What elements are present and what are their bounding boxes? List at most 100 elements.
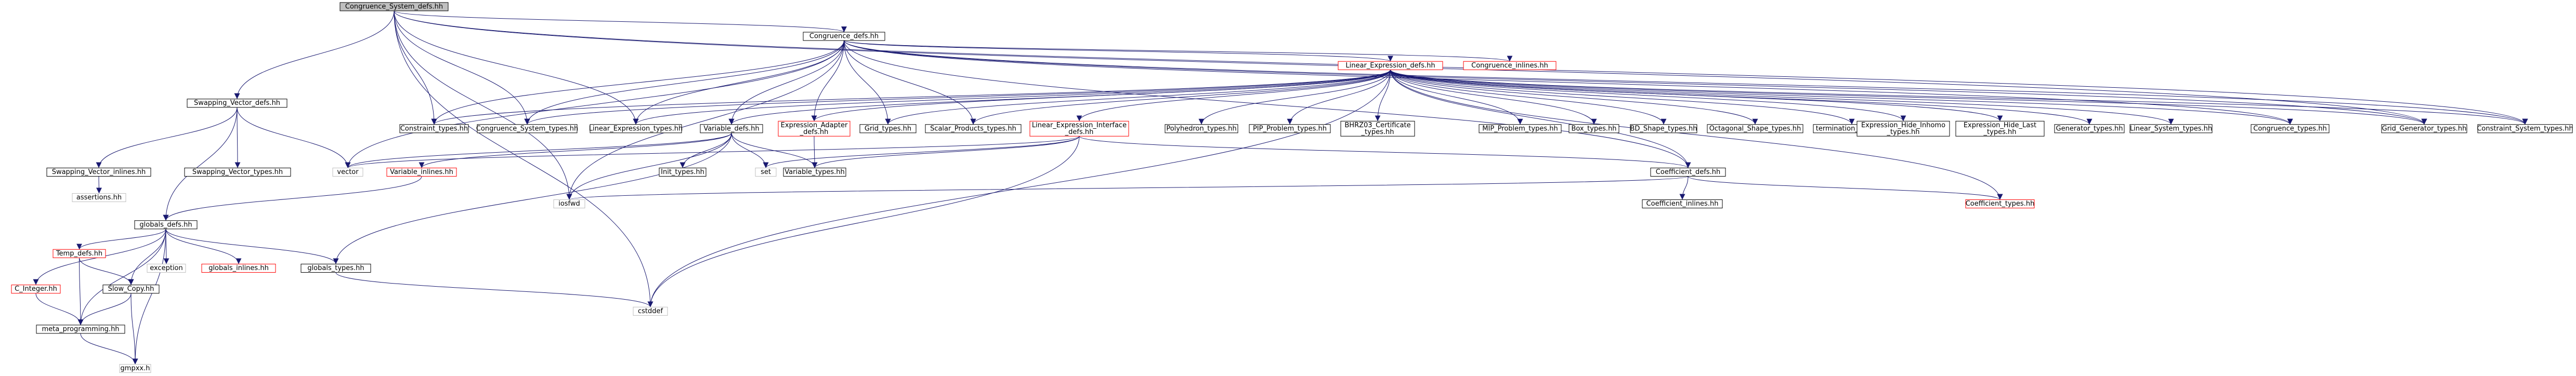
node-label: PIP_Problem_types.hh	[1253, 125, 1327, 132]
edges-layer	[33, 10, 2528, 365]
node-variable-inlines[interactable]: Variable_inlines.hh	[386, 167, 457, 177]
node-assertions: assertions.hh	[72, 193, 126, 203]
edge-congr_defs-to-congruence_types	[844, 40, 2293, 125]
node-label: gmpxx.h	[121, 365, 150, 372]
edge-root-to-constraint_sys_types	[394, 10, 2528, 125]
node-expr-hide-inhomo[interactable]: Expression_Hide_Inhomo_types.hh	[1856, 120, 1950, 137]
node-meta-prog[interactable]: meta_programming.hh	[36, 325, 125, 334]
node-linexpr-iface[interactable]: Linear_Expression_Interface_defs.hh	[1029, 120, 1129, 137]
node-box	[2054, 124, 2125, 133]
edge-congr_defs-to-scalar_products	[844, 41, 976, 125]
node-box	[1955, 120, 2045, 137]
node-temp-defs[interactable]: Temp_defs.hh	[53, 249, 106, 258]
node-box	[1165, 124, 1238, 133]
edge-root-to-congr_sys_types	[394, 10, 530, 125]
edge-congr_defs-to-coeff_defs	[844, 41, 1691, 168]
node-label: Polyhedron_types.hh	[1166, 125, 1236, 132]
node-congruence-types[interactable]: Congruence_types.hh	[2251, 124, 2330, 133]
node-coeff-defs[interactable]: Coefficient_defs.hh	[1650, 167, 1726, 177]
edge-variable_defs-to-globals_types	[333, 132, 732, 264]
node-bhrz03[interactable]: BHRZ03_Certificate_types.hh	[1340, 120, 1415, 137]
node-label: _defs.hh	[800, 128, 829, 136]
node-grid-types[interactable]: Grid_types.hh	[859, 124, 917, 133]
node-congr-defs[interactable]: Congruence_defs.hh	[803, 32, 885, 41]
node-expr-hide-last[interactable]: Expression_Hide_Last_types.hh	[1955, 120, 2045, 137]
node-bd-shape-types[interactable]: BD_Shape_types.hh	[1630, 124, 1697, 133]
edge-root-to-linexpr_types	[394, 10, 639, 125]
node-box	[1463, 61, 1557, 70]
node-linexpr-defs[interactable]: Linear_Expression_defs.hh	[1338, 61, 1443, 70]
node-swap-vec-types[interactable]: Swapping_Vector_types.hh	[184, 167, 291, 177]
node-variable-types[interactable]: Variable_types.hh	[783, 167, 846, 177]
node-label: Constraint_System_types.hh	[2477, 125, 2573, 132]
node-label: Variable_inlines.hh	[390, 168, 453, 176]
node-label: Temp_defs.hh	[56, 250, 102, 258]
node-scalar-products[interactable]: Scalar_Products_types.hh	[925, 124, 1022, 133]
node-coeff-types[interactable]: Coefficient_types.hh	[1965, 199, 2035, 209]
node-linear-system-types[interactable]: Linear_System_types.hh	[2129, 124, 2213, 133]
edge-expr_adapter-to-variable_types	[812, 136, 818, 168]
node-init-types[interactable]: Init_types.hh	[659, 167, 707, 177]
node-label: cstddef	[638, 307, 663, 315]
node-polyhedron-types[interactable]: Polyhedron_types.hh	[1165, 124, 1238, 133]
edge-linexpr_iface-to-std_set	[763, 136, 1080, 168]
node-globals-defs[interactable]: globals_defs.hh	[134, 220, 198, 230]
edge-congr_defs-to-grid_types	[844, 41, 891, 125]
node-globals-inlines[interactable]: globals_inlines.hh	[201, 263, 276, 273]
node-pip-problem-types[interactable]: PIP_Problem_types.hh	[1249, 124, 1331, 133]
node-box-types[interactable]: Box_types.hh	[1568, 124, 1619, 133]
node-congr-inlines[interactable]: Congruence_inlines.hh	[1463, 61, 1557, 70]
node-label: BHRZ03_Certificate	[1344, 122, 1410, 129]
node-globals-types[interactable]: globals_types.hh	[300, 263, 371, 273]
node-box	[386, 167, 457, 177]
node-label: Swapping_Vector_types.hh	[192, 168, 283, 176]
node-c-integer[interactable]: C_Integer.hh	[11, 285, 61, 294]
node-congr-sys-types[interactable]: Congruence_System_types.hh	[476, 124, 578, 133]
node-box	[477, 124, 578, 133]
node-constraint-types[interactable]: Constraint_types.hh	[399, 124, 469, 133]
node-box	[119, 364, 151, 373]
edge-swap_vec_defs-to-swap_vec_inlines	[96, 107, 238, 168]
node-variable-defs[interactable]: Variable_defs.hh	[700, 124, 763, 133]
node-box	[1650, 167, 1726, 177]
node-swap-vec-inlines[interactable]: Swapping_Vector_inlines.hh	[46, 167, 151, 177]
edge-congr_defs-to-grid_generator_types	[844, 40, 2427, 125]
edge-coeff_defs-to-coeff_inlines	[1679, 176, 1689, 200]
node-linexpr-types[interactable]: Linear_Expression_types.hh	[589, 124, 683, 133]
node-box	[1642, 199, 1723, 209]
node-label: vector	[337, 168, 359, 176]
node-box	[332, 167, 363, 177]
node-root[interactable]: Congruence_System_defs.hh	[339, 2, 449, 11]
node-generator-types[interactable]: Generator_types.hh	[2054, 124, 2125, 133]
node-coeff-inlines[interactable]: Coefficient_inlines.hh	[1642, 199, 1723, 209]
node-gmpxx: gmpxx.h	[119, 364, 151, 373]
node-box	[803, 32, 885, 41]
node-box	[147, 263, 186, 273]
edge-linexpr_defs-to-linear_system_types	[1390, 70, 2174, 125]
node-constraint-sys-types[interactable]: Constraint_System_types.hh	[2477, 124, 2573, 133]
edge-congr_defs-to-linexpr_types	[633, 41, 844, 125]
node-label: globals_defs.hh	[139, 221, 192, 229]
node-box	[184, 167, 291, 177]
node-label: Linear_Expression_defs.hh	[1345, 62, 1435, 70]
node-swap-vec-defs[interactable]: Swapping_Vector_defs.hh	[187, 99, 287, 108]
edge-globals_defs-to-globals_inlines	[165, 229, 242, 264]
edge-linexpr_defs-to-grid_types	[885, 70, 1391, 125]
node-box	[755, 167, 777, 177]
edge-congr_defs-to-iosfwd	[566, 41, 844, 200]
node-box	[53, 249, 106, 258]
edge-variable_defs-to-vector	[345, 132, 732, 168]
node-slow-copy[interactable]: Slow_Copy.hh	[102, 285, 160, 294]
edge-linexpr_defs-to-termination_types	[1390, 70, 1855, 125]
node-grid-generator-types[interactable]: Grid_Generator_types.hh	[2381, 124, 2467, 133]
node-octagonal-types[interactable]: Octagonal_Shape_types.hh	[1707, 124, 1803, 133]
node-box	[1479, 124, 1562, 133]
edge-linexpr_defs-to-pip_problem_types	[1287, 70, 1391, 125]
node-box	[46, 167, 151, 177]
node-mip-problem-types[interactable]: MIP_Problem_types.hh	[1479, 124, 1562, 133]
node-box	[1707, 124, 1803, 133]
node-label: exception	[150, 264, 183, 272]
edge-linexpr_defs-to-coeff_types	[1390, 70, 2003, 200]
node-expr-adapter[interactable]: Expression_Adapter_defs.hh	[778, 120, 851, 137]
